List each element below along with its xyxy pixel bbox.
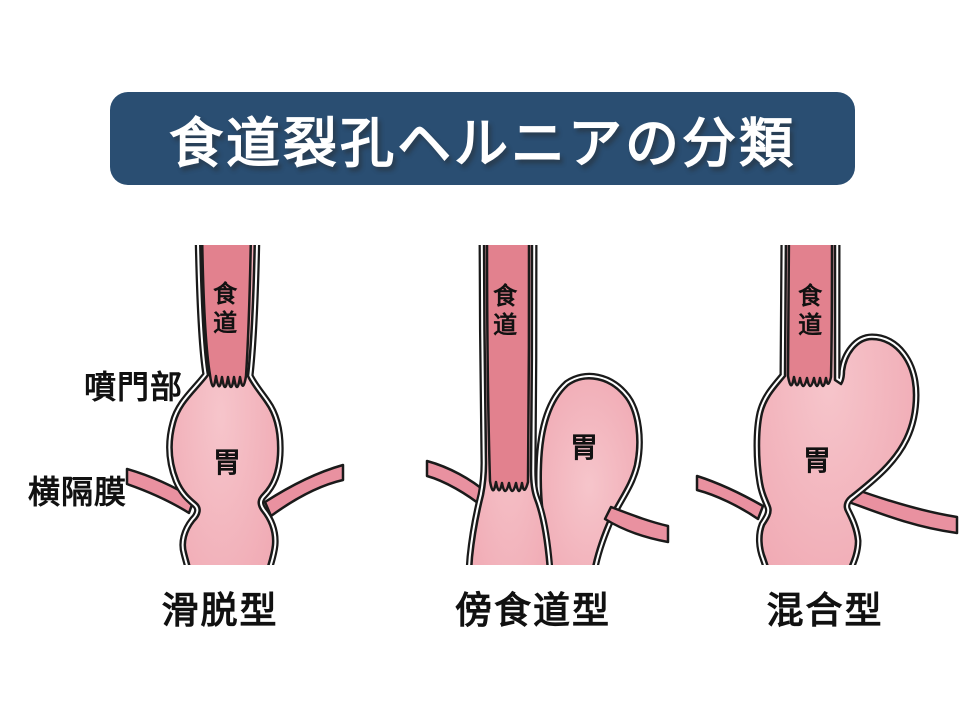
diagram-sliding: 食道 胃 (125, 245, 345, 565)
stomach-label: 胃 (803, 446, 832, 477)
esophagus-label: 食道 (493, 284, 518, 340)
diaphragm-band-left (695, 474, 765, 521)
esophagus-shape (786, 245, 834, 388)
type-label-sliding: 滑脱型 (161, 590, 279, 631)
stomach-label: 胃 (570, 433, 599, 464)
diaphragm-annotation: 横隔膜 (28, 474, 128, 510)
esophagus-label: 食道 (213, 282, 238, 338)
type-label-paraesophageal: 傍食道型 (455, 590, 611, 631)
hernia-pouch-shape (539, 377, 639, 565)
cardia-annotation: 噴門部 (84, 369, 184, 405)
esophagus-shape (200, 245, 252, 389)
type-label-mixed: 混合型 (766, 590, 884, 631)
diaphragm-band-right (603, 505, 670, 544)
stomach-shape (170, 245, 280, 565)
diagram-paraesophageal: 食道 胃 (425, 245, 670, 565)
diagram-sliding-illustration (125, 245, 345, 565)
esophagus-shape (485, 245, 531, 493)
diaphragm-band-right (844, 486, 959, 535)
diagram-mixed: 食道 胃 (695, 245, 960, 565)
title-banner: 食道裂孔ヘルニアの分類 (110, 92, 855, 185)
stomach-label: 胃 (213, 448, 242, 479)
diaphragm-band-left (125, 467, 196, 515)
diagram-paraesophageal-illustration (425, 245, 670, 565)
esophagus-label: 食道 (798, 284, 823, 340)
diagram-mixed-illustration (695, 245, 959, 565)
page-title: 食道裂孔ヘルニアの分類 (169, 114, 796, 174)
